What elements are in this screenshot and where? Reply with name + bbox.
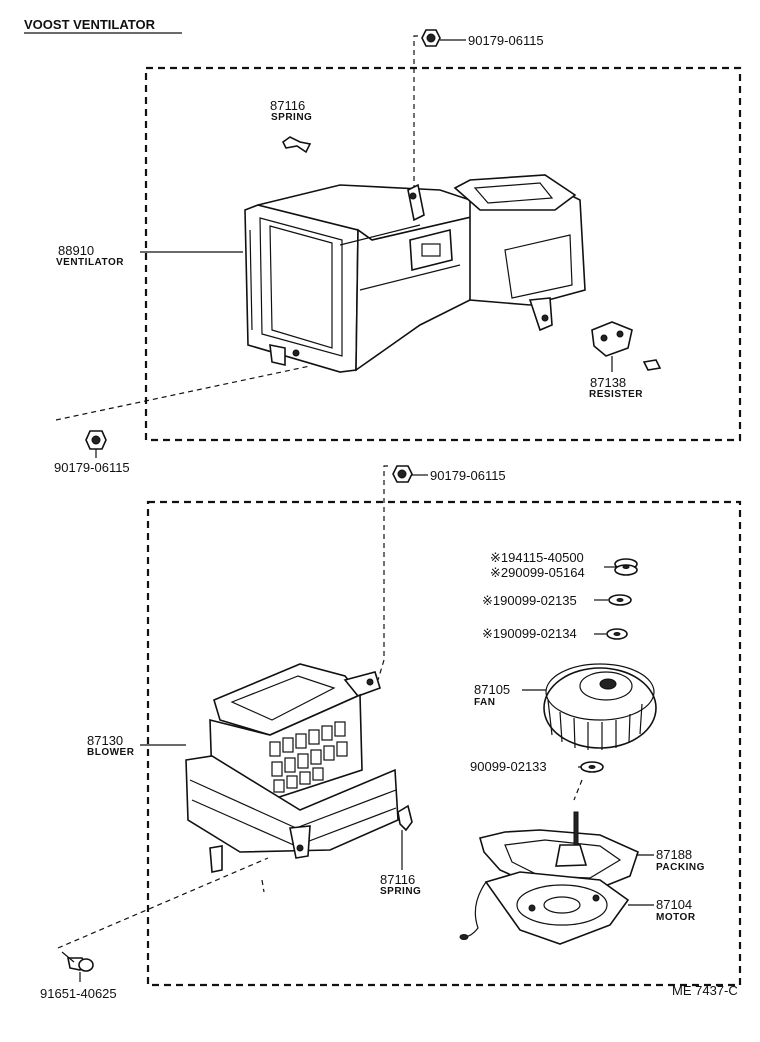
label-washer2: ※290099-05164	[490, 565, 585, 580]
leader-blower-dash	[261, 879, 265, 893]
label-ventilator-name: VENTILATOR	[56, 257, 124, 268]
label-washer1: ※194115-40500	[490, 550, 584, 565]
label-blower-name: BLOWER	[87, 747, 135, 758]
blower-housing-icon	[185, 663, 399, 873]
diagram-title: VOOST VENTILATOR	[24, 17, 156, 32]
fan-icon	[543, 663, 657, 750]
washer3-icon	[608, 594, 632, 606]
label-spring-top-name: SPRING	[271, 112, 312, 123]
motor-icon	[459, 871, 630, 945]
nut-mid-icon	[392, 465, 413, 483]
label-spring-top-no: 87116	[270, 98, 305, 113]
screw-icon	[61, 951, 94, 972]
label-resister-name: RESISTER	[589, 389, 643, 400]
ventilator-group-box	[144, 66, 742, 442]
label-nut-top: 90179-06115	[468, 33, 544, 48]
spring-clip-top-icon	[281, 136, 312, 154]
label-motor-no: 87104	[656, 897, 692, 912]
leader-nut-mid-down	[377, 465, 388, 681]
washer4-icon	[606, 628, 628, 640]
label-blower-no: 87130	[87, 733, 123, 748]
leader-nut-left-dash	[55, 365, 311, 421]
diagram-code: ME 7437-C	[672, 983, 738, 998]
leader-nut-top-down	[413, 35, 419, 201]
leader-washer5-dash	[573, 779, 583, 801]
label-washer3: ※190099-02135	[482, 593, 577, 608]
label-ventilator-no: 88910	[58, 243, 94, 258]
label-nut-mid: 90179-06115	[430, 468, 506, 483]
nut-top-icon	[421, 29, 441, 47]
label-fan-name: FAN	[474, 697, 496, 708]
label-spring-bottom-no: 87116	[380, 872, 415, 887]
label-packing-no: 87188	[656, 847, 692, 862]
label-screw: 91651-40625	[40, 986, 117, 1001]
ventilator-housing-icon	[244, 174, 586, 373]
label-nut-left: 90179-06115	[54, 460, 130, 475]
label-washer5: 90099-02133	[470, 759, 547, 774]
washer5-icon	[580, 761, 604, 773]
nut-left-icon	[85, 430, 107, 450]
label-washer4: ※190099-02134	[482, 626, 577, 641]
resister-icon	[591, 321, 662, 371]
washer-stack-icon	[614, 558, 638, 576]
blower-group-box	[146, 500, 742, 987]
label-fan-no: 87105	[474, 682, 510, 697]
spring-clip-bottom-icon	[397, 804, 413, 832]
label-resister-no: 87138	[590, 375, 626, 390]
label-packing-name: PACKING	[656, 862, 705, 873]
label-spring-bottom-name: SPRING	[380, 886, 421, 897]
leader-screw-dash	[57, 857, 269, 949]
label-motor-name: MOTOR	[656, 912, 696, 923]
